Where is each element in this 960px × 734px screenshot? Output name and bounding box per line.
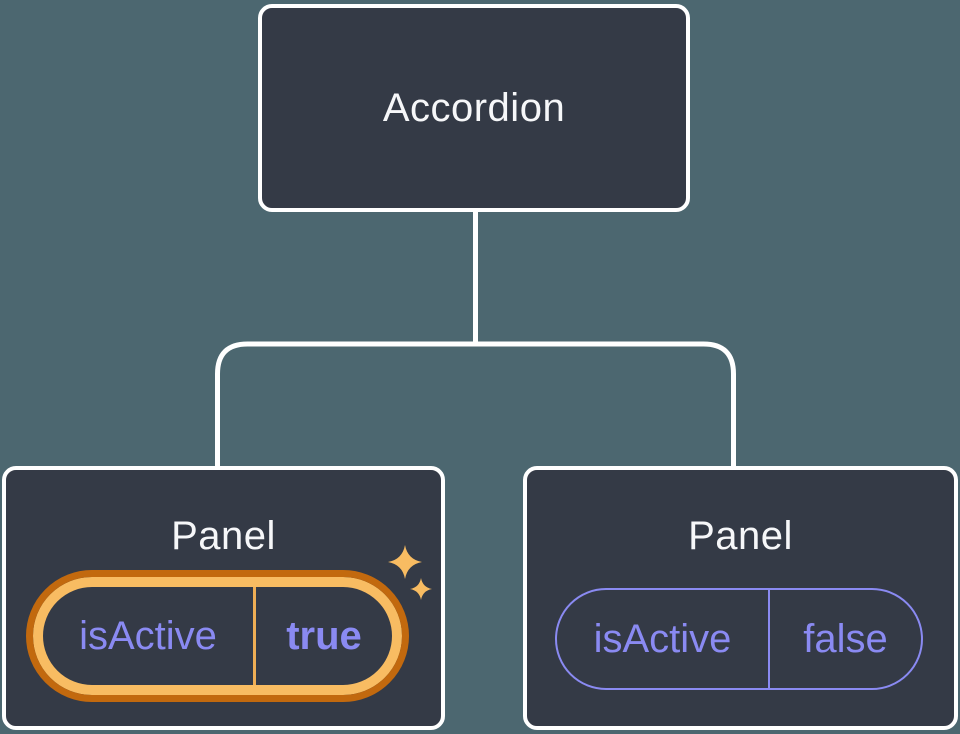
accordion-node-label: Accordion (382, 86, 566, 130)
state-pill-active: isActive true (26, 570, 409, 702)
pill-divider (768, 590, 770, 688)
accordion-node: Accordion (258, 4, 690, 212)
state-key-label: isActive (593, 617, 732, 661)
state-value-label: true (286, 614, 362, 658)
state-key-label: isActive (79, 614, 217, 658)
state-pill-inactive: isActive false (555, 588, 923, 690)
panel-node-label: Panel (688, 514, 793, 558)
state-value-label: false (803, 617, 888, 661)
panel-node-inactive: Panel isActive false (523, 466, 958, 730)
panel-node-label: Panel (171, 514, 276, 558)
pill-divider (253, 587, 256, 685)
panel-node-active: Panel isActive true (2, 466, 445, 730)
